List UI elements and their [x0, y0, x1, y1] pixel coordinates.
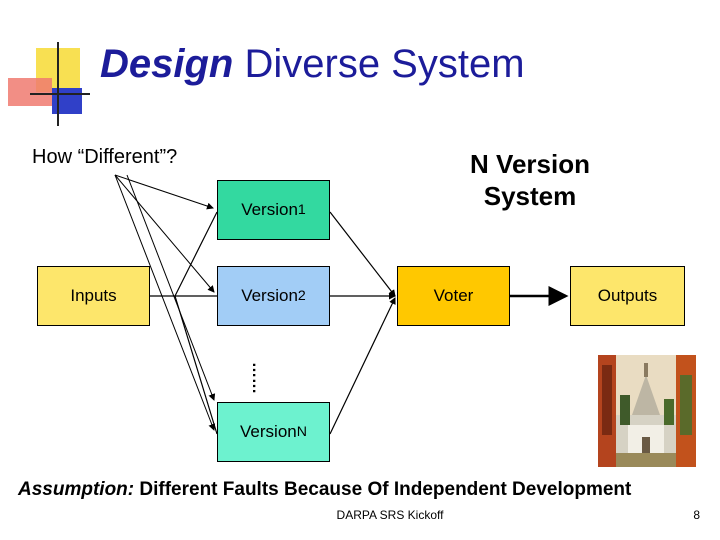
version-ellipsis: ……	[249, 362, 266, 394]
assumption-body: Different Faults Because Of Independent …	[134, 479, 632, 500]
page-number: 8	[693, 508, 700, 522]
church-painting-image	[598, 355, 696, 467]
question-arrows	[114, 174, 216, 431]
inputs-box: Inputs	[37, 266, 150, 326]
versionN-label: Version	[240, 422, 297, 441]
versionN-subscript: N	[296, 424, 307, 440]
slide-title: Design Diverse System	[100, 40, 525, 88]
version-to-voter-lines	[329, 211, 396, 435]
version1-subscript: 1	[297, 202, 306, 218]
nversion-label: N Version System	[445, 148, 615, 212]
version2-subscript: 2	[297, 288, 306, 304]
version2-label: Version	[241, 286, 298, 305]
title-rest: Diverse System	[233, 42, 525, 86]
version1-label: Version	[241, 200, 298, 219]
assumption-lead: Assumption:	[18, 479, 135, 500]
slide-logo-icon	[8, 42, 90, 126]
nversion-line1: N Version	[470, 149, 590, 179]
assumption-text: Assumption: Different Faults Because Of …	[18, 479, 631, 501]
slide-footer: DARPA SRS Kickoff	[336, 508, 444, 522]
input-fanout-lines	[150, 211, 218, 435]
question-label: How “Different”?	[32, 146, 178, 168]
title-emphasis: Design	[100, 42, 234, 86]
voter-box: Voter	[397, 266, 510, 326]
nversion-line2: System	[483, 181, 577, 211]
outputs-box: Outputs	[570, 266, 685, 326]
